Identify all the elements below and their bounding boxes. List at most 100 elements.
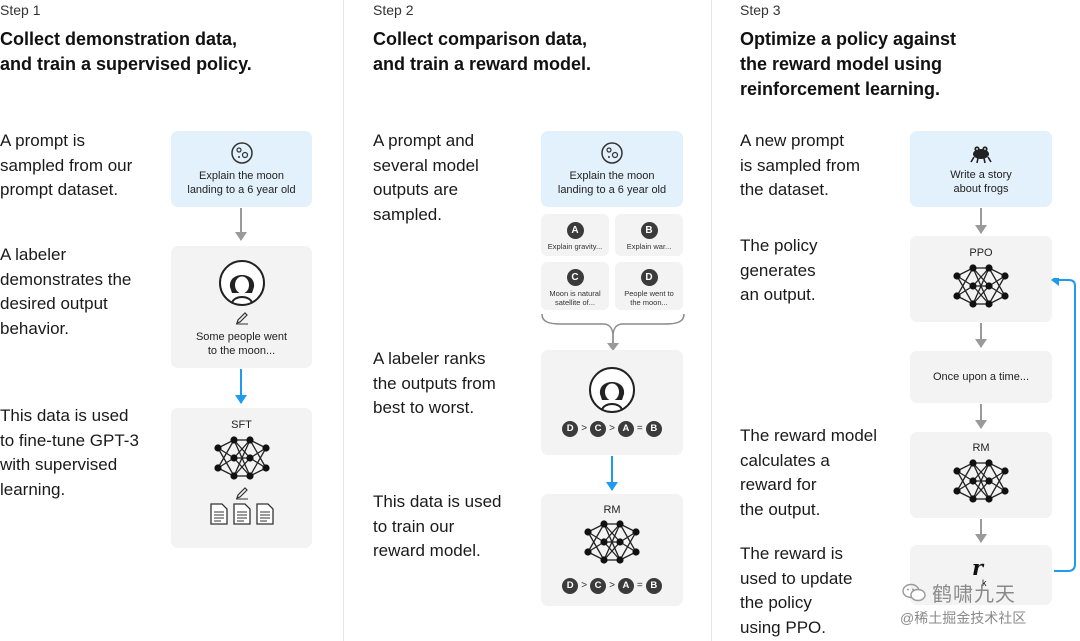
nn-node [632,548,640,556]
step3-output-box: Once upon a time... [910,351,1052,403]
rank-op: > [581,580,588,591]
step1-label: Step 1 [0,2,41,18]
rank-op: = [636,423,643,434]
watermark-line1: 鹤啸九天 [932,584,1016,606]
rank-d: D [562,578,579,594]
step3-arrow-4 [975,519,987,543]
step3-desc-reward-model: The reward model calculates a reward for… [740,426,878,519]
step1-title: Collect demonstration data, and train a … [0,29,252,74]
document-icon [255,503,274,525]
step1-desc-prompt: A prompt is sampled from our prompt data… [0,131,133,200]
nn-node [632,528,640,536]
nn-node [600,520,608,528]
step3-arrow-2 [975,323,987,348]
rank-op: > [609,423,615,434]
nn-node [985,300,993,308]
step3-ppo-box: PPO [910,236,1052,322]
step2-desc-train: This data is used to train our reward mo… [373,492,502,561]
nn-node [969,495,977,503]
nn-node [1001,272,1009,280]
step1-labeler-box: Some people went to the moon... [171,246,312,368]
rank-b: B [645,421,662,437]
step2-title: Collect comparison data, and train a rew… [373,29,592,74]
nn-node [985,282,993,290]
output-a-text: Explain gravity... [547,242,603,251]
nn-node [245,472,254,480]
neural-network-icon [951,262,1011,310]
nn-node [213,464,222,472]
nn-node [969,282,977,290]
step2-labeler-box: D > C > A = B [541,350,683,455]
step2-rm-box: RM D > C > A = B [541,494,683,606]
step2-prompt-box: Explain the moon landing to a 6 year old [541,131,683,207]
neural-network-icon [212,434,272,482]
nn-node [584,528,592,536]
step1-arrow-2 [235,369,247,404]
document-icon [209,503,228,525]
moon-icon [230,141,254,165]
step3-prompt-box: Write a story about frogs [910,131,1052,207]
output-c-text: Moon is natural satellite of... [549,289,601,307]
nn-node [1001,487,1009,495]
step3-prompt-text: Write a story about frogs [950,169,1012,195]
step2-model-label: RM [603,504,621,516]
step2-desc-sampled: A prompt and several model outputs are s… [373,131,479,224]
neural-network-icon [951,457,1011,505]
step3-feedback-loop [1051,278,1076,572]
rank-op: = [636,580,643,591]
step3-reward-box: r k [910,545,1052,605]
nn-node [245,436,254,444]
nn-node [616,520,624,528]
labeler-avatar-icon [218,259,266,307]
rank-c: C [590,578,607,594]
step1-desc-labeler: A labeler demonstrates the desired outpu… [0,245,132,338]
rank-a: A [617,421,634,437]
step1-prompt-text: Explain the moon landing to a 6 year old [187,170,296,196]
badge-a: A [566,222,584,239]
nn-node [985,495,993,503]
step1-model-label: SFT [231,419,252,431]
step3-panel: Step 3 Optimize a policy against the rew… [711,0,1080,641]
step2-prompt-text: Explain the moon landing to a 6 year old [557,170,667,196]
nn-node [600,538,608,546]
reward-subscript-k: k [982,578,987,588]
output-b-text: Explain war... [626,242,672,251]
nn-node [969,477,977,485]
output-d-text: People went to the moon... [624,289,674,307]
frog-icon [969,141,993,165]
nn-node [245,454,254,462]
step3-title: Optimize a policy against the reward mod… [740,29,957,99]
step3-output-text: Once upon a time... [933,371,1029,383]
step2-output-d: D People went to the moon... [615,262,683,310]
step2-ranking-2: D > C > A = B [541,578,683,594]
nn-node [985,264,993,272]
nn-node [600,556,608,564]
rank-op: > [581,423,588,434]
step3-rm-box: RM [910,432,1052,518]
nn-node [261,464,270,472]
step2-panel: Step 2 Collect comparison data, and trai… [343,0,711,641]
wechat-icon [902,583,926,601]
step2-arrow [606,456,618,491]
step3-arrow-3 [975,404,987,429]
step1-panel: Step 1 Collect demonstration data, and t… [0,0,342,641]
step2-desc-rank: A labeler ranks the outputs from best to… [373,349,496,418]
nn-node [953,272,961,280]
step1-prompt-box: Explain the moon landing to a 6 year old [171,131,312,207]
nn-node [261,444,270,452]
step1-output-text: Some people went to the moon... [195,331,288,357]
pencil-icon [235,311,249,325]
nn-node [985,477,993,485]
step3-desc-prompt: A new prompt is sampled from the dataset… [740,131,860,200]
step1-desc-finetune: This data is used to fine-tune GPT-3 wit… [0,406,139,499]
rank-op: > [609,580,615,591]
nn-node [953,467,961,475]
badge-d: D [640,269,658,286]
step3-model-label: RM [972,442,990,454]
pencil-icon [235,486,249,500]
badge-b: B [640,222,658,239]
labeler-avatar-icon [588,366,636,414]
step1-arrow-1 [235,208,247,241]
step3-desc-update: The reward is used to update the policy … [740,544,853,637]
watermark: 鹤啸九天 @稀土掘金技术社区 [900,578,1080,628]
